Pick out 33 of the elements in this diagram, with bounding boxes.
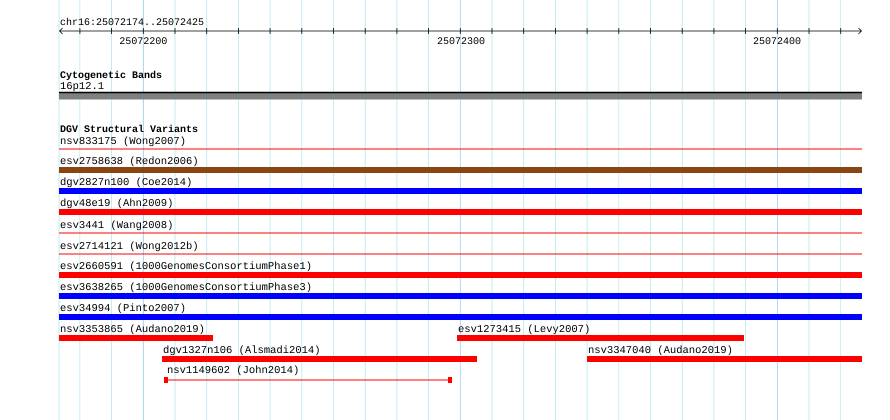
tick-label: 25072300 — [438, 37, 484, 44]
track-heading: Cytogenetic Bands — [60, 70, 162, 80]
variant-feature: esv3441 (Wang2008) — [58, 220, 862, 234]
locus-label: chr16:25072174..25072425 — [60, 18, 204, 26]
node-label: dgv2827n100 (Coe2014) — [60, 177, 191, 188]
variant-feature: esv2714121 (Wong2012b) — [58, 241, 862, 254]
node-label: nsv3347040 (Audano2019) — [588, 345, 732, 356]
variant-feature: esv2758638 (Redon2006) — [59, 156, 862, 173]
variant-feature: esv34994 (Pinto2007) — [59, 303, 862, 320]
variant-feature: esv1273415 (Levy2007) — [457, 324, 744, 341]
variant-feature: nsv1149602 (John2014) — [164, 365, 452, 383]
variant-feature: nsv833175 (Wong2007) — [58, 136, 862, 150]
node-label: esv1273415 (Levy2007) — [458, 324, 589, 334]
variant-feature: dgv48e19 (Ahn2009) — [59, 198, 862, 215]
node-label: esv2758638 (Redon2006) — [60, 156, 197, 166]
node-label: dgv48e19 (Ahn2009) — [60, 198, 172, 208]
tick-label: 25072400 — [754, 37, 800, 44]
node-label: nsv3353865 (Audano2019) — [60, 324, 204, 334]
variant-feature: esv3638265 (1000GenomesConsortiumPhase3) — [59, 282, 862, 299]
variant-feature: nsv3347040 (Audano2019) — [587, 345, 862, 362]
node-label: esv3638265 (1000GenomesConsortiumPhase3) — [60, 282, 310, 292]
cytoband-bar: 16p12.1 — [59, 82, 862, 100]
variant-feature: dgv2827n100 (Coe2014) — [59, 177, 862, 194]
node-label: nsv1149602 (John2014) — [168, 365, 298, 376]
node-label: esv2660591 (1000GenomesConsortiumPhase1) — [60, 261, 310, 272]
node-label: 16p12.1 — [60, 82, 104, 92]
node-label: dgv1327n106 (Alsmadi2014) — [164, 345, 319, 356]
variant-feature: nsv3353865 (Audano2019) — [59, 324, 213, 341]
variant-feature: dgv1327n106 (Alsmadi2014) — [162, 345, 477, 362]
node-label: esv34994 (Pinto2007) — [60, 303, 184, 314]
tick-label: 25072200 — [120, 37, 167, 44]
track-heading: DGV Structural Variants — [60, 124, 198, 132]
variant-feature: esv2660591 (1000GenomesConsortiumPhase1) — [59, 261, 862, 278]
